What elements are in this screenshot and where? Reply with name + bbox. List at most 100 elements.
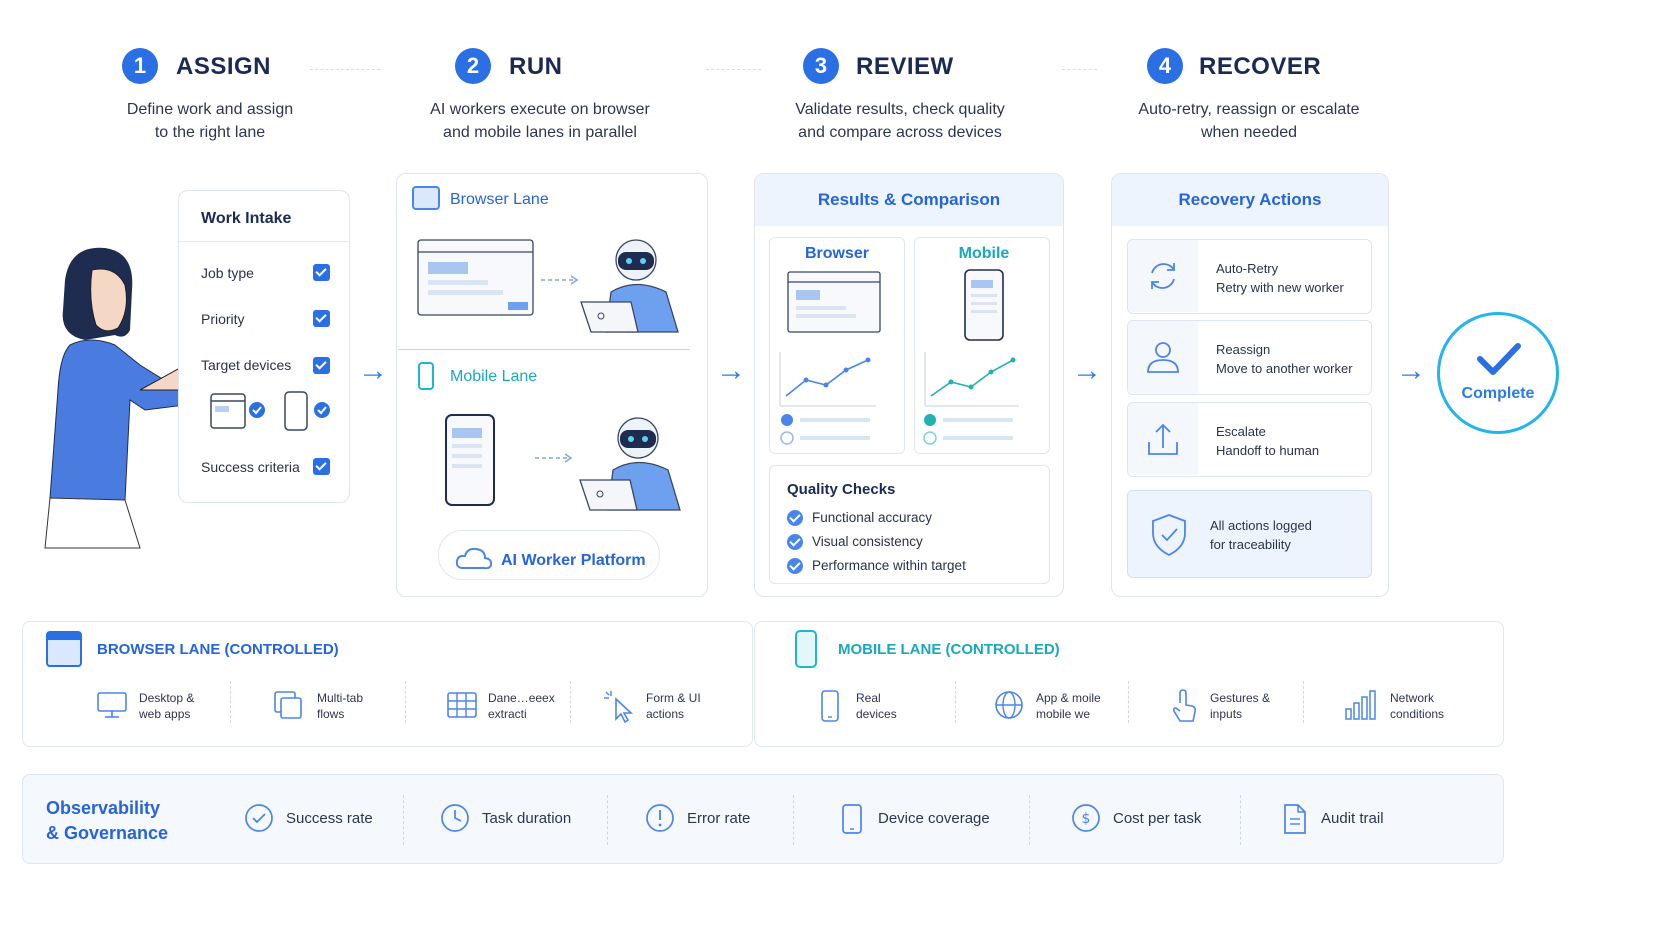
separator: [403, 795, 404, 845]
feature-real-devices: Real devices: [856, 691, 897, 721]
feature-app-mobile-web: App & moile mobile we: [1036, 691, 1101, 721]
separator: [1240, 795, 1241, 845]
feature-network-conditions: Network conditions: [1390, 691, 1445, 721]
step-title: ASSIGN: [176, 53, 272, 80]
signal-bars-icon: [1345, 690, 1376, 720]
intake-item-job-type: Job type: [201, 265, 254, 281]
step-connector: [706, 69, 761, 70]
separator: [607, 795, 608, 845]
step-connector: [310, 69, 380, 70]
priority-checkbox[interactable]: [313, 310, 330, 327]
clock-icon: [441, 804, 469, 832]
intake-item-target-devices: Target devices: [201, 357, 292, 373]
dollar-icon: $: [1072, 804, 1100, 832]
recovery-card-escalate[interactable]: Escalate Handoff to human: [1127, 402, 1372, 477]
check-circle-icon: [787, 534, 803, 550]
step-number: 1: [122, 48, 158, 84]
metric-device-coverage: Device coverage: [878, 810, 990, 827]
mobile-lane-controlled-panel: [754, 621, 1504, 747]
metric-error-rate: Error rate: [687, 810, 751, 827]
metric-success-rate: Success rate: [286, 810, 373, 827]
feature-data-extraction: Dane…eeex extracti: [488, 691, 555, 721]
quality-item: Visual consistency: [812, 534, 923, 549]
quality-checks-card: [769, 465, 1050, 584]
work-intake-title: Work Intake: [201, 210, 292, 227]
mobile-lane-illustration: [445, 414, 681, 511]
quality-item: Functional accuracy: [812, 510, 933, 525]
metric-audit-trail: Audit trail: [1321, 810, 1384, 827]
intake-item-priority: Priority: [201, 311, 245, 327]
recovery-card-auto-retry[interactable]: Auto-Retry Retry with new worker: [1127, 239, 1372, 314]
divider: [179, 241, 349, 242]
flow-arrow-icon: →: [1072, 354, 1102, 387]
shield-icon: [1152, 514, 1186, 557]
recovery-card-title: Reassign: [1216, 342, 1271, 357]
retry-icon: [1128, 240, 1198, 312]
browser-lane-controlled-panel: [22, 621, 753, 747]
cursor-click-icon: [604, 691, 634, 723]
step-number: 4: [1147, 48, 1183, 84]
step-title: RUN: [509, 53, 563, 80]
browser-result-visual: [779, 271, 881, 445]
mobile-phone-icon: [795, 630, 817, 668]
recovery-card-subtitle: Retry with new worker: [1216, 280, 1344, 295]
step-number: 2: [455, 48, 491, 84]
separator: [1303, 681, 1304, 723]
separator: [955, 681, 956, 723]
separator: [570, 681, 571, 723]
quality-checks-title: Quality Checks: [787, 481, 896, 498]
check-circle-icon: [245, 804, 273, 832]
escalate-icon: [1128, 403, 1198, 475]
browser-window-icon: [412, 186, 440, 210]
browser-window-icon: [46, 631, 82, 667]
mobile-lane-title: Mobile Lane: [450, 368, 538, 385]
browser-lane-controlled-title: BROWSER LANE (CONTROLLED): [97, 641, 339, 658]
results-comparison-title: Results & Comparison: [755, 174, 1063, 226]
audit-log-text: for traceability: [1210, 537, 1291, 552]
mobile-result-title: Mobile: [958, 245, 1010, 262]
mobile-phone-icon: [418, 362, 434, 390]
target-devices-checkbox[interactable]: [313, 357, 330, 374]
recovery-card-reassign[interactable]: Reassign Move to another worker: [1127, 320, 1372, 395]
work-intake-panel: Work Intake: [178, 190, 350, 503]
metric-cost-per-task: Cost per task: [1113, 810, 1202, 827]
browser-result-title: Browser: [804, 245, 870, 262]
flow-arrow-icon: →: [1396, 354, 1426, 387]
observability-panel: [22, 774, 1504, 864]
separator: [230, 681, 231, 723]
audit-log-text: All actions logged: [1210, 518, 1312, 533]
check-circle-icon: [787, 510, 803, 526]
globe-icon: [995, 691, 1023, 719]
feature-form-ui-actions: Form & UI actions: [646, 691, 701, 721]
lane-divider: [398, 349, 690, 350]
success-criteria-checkbox[interactable]: [313, 458, 330, 475]
device-icon: [842, 804, 862, 834]
desktop-icon: [97, 692, 127, 718]
browser-result-card: [769, 237, 905, 454]
mobile-result-card: [914, 237, 1050, 454]
table-icon: [447, 692, 477, 718]
tabs-icon: [274, 691, 302, 719]
separator: [1128, 681, 1129, 723]
recovery-actions-title: Recovery Actions: [1112, 174, 1388, 226]
quality-item: Performance within target: [812, 558, 966, 573]
check-circle-icon: [787, 558, 803, 574]
metric-task-duration: Task duration: [482, 810, 572, 827]
step-title: REVIEW: [856, 53, 954, 80]
alert-circle-icon: [646, 804, 674, 832]
touch-gesture-icon: [1172, 689, 1196, 722]
feature-desktop-web-apps: Desktop & web apps: [139, 691, 195, 721]
flow-arrow-icon: →: [716, 354, 746, 387]
user-icon: [1128, 321, 1198, 393]
step-connector: [1062, 69, 1097, 70]
phone-icon: [821, 690, 839, 722]
cloud-icon: [455, 547, 493, 570]
separator: [1029, 795, 1030, 845]
browser-lane-illustration: [417, 239, 679, 333]
recovery-card-subtitle: Move to another worker: [1216, 361, 1353, 376]
recovery-card-title: Escalate: [1216, 424, 1266, 439]
job-type-checkbox[interactable]: [313, 264, 330, 281]
